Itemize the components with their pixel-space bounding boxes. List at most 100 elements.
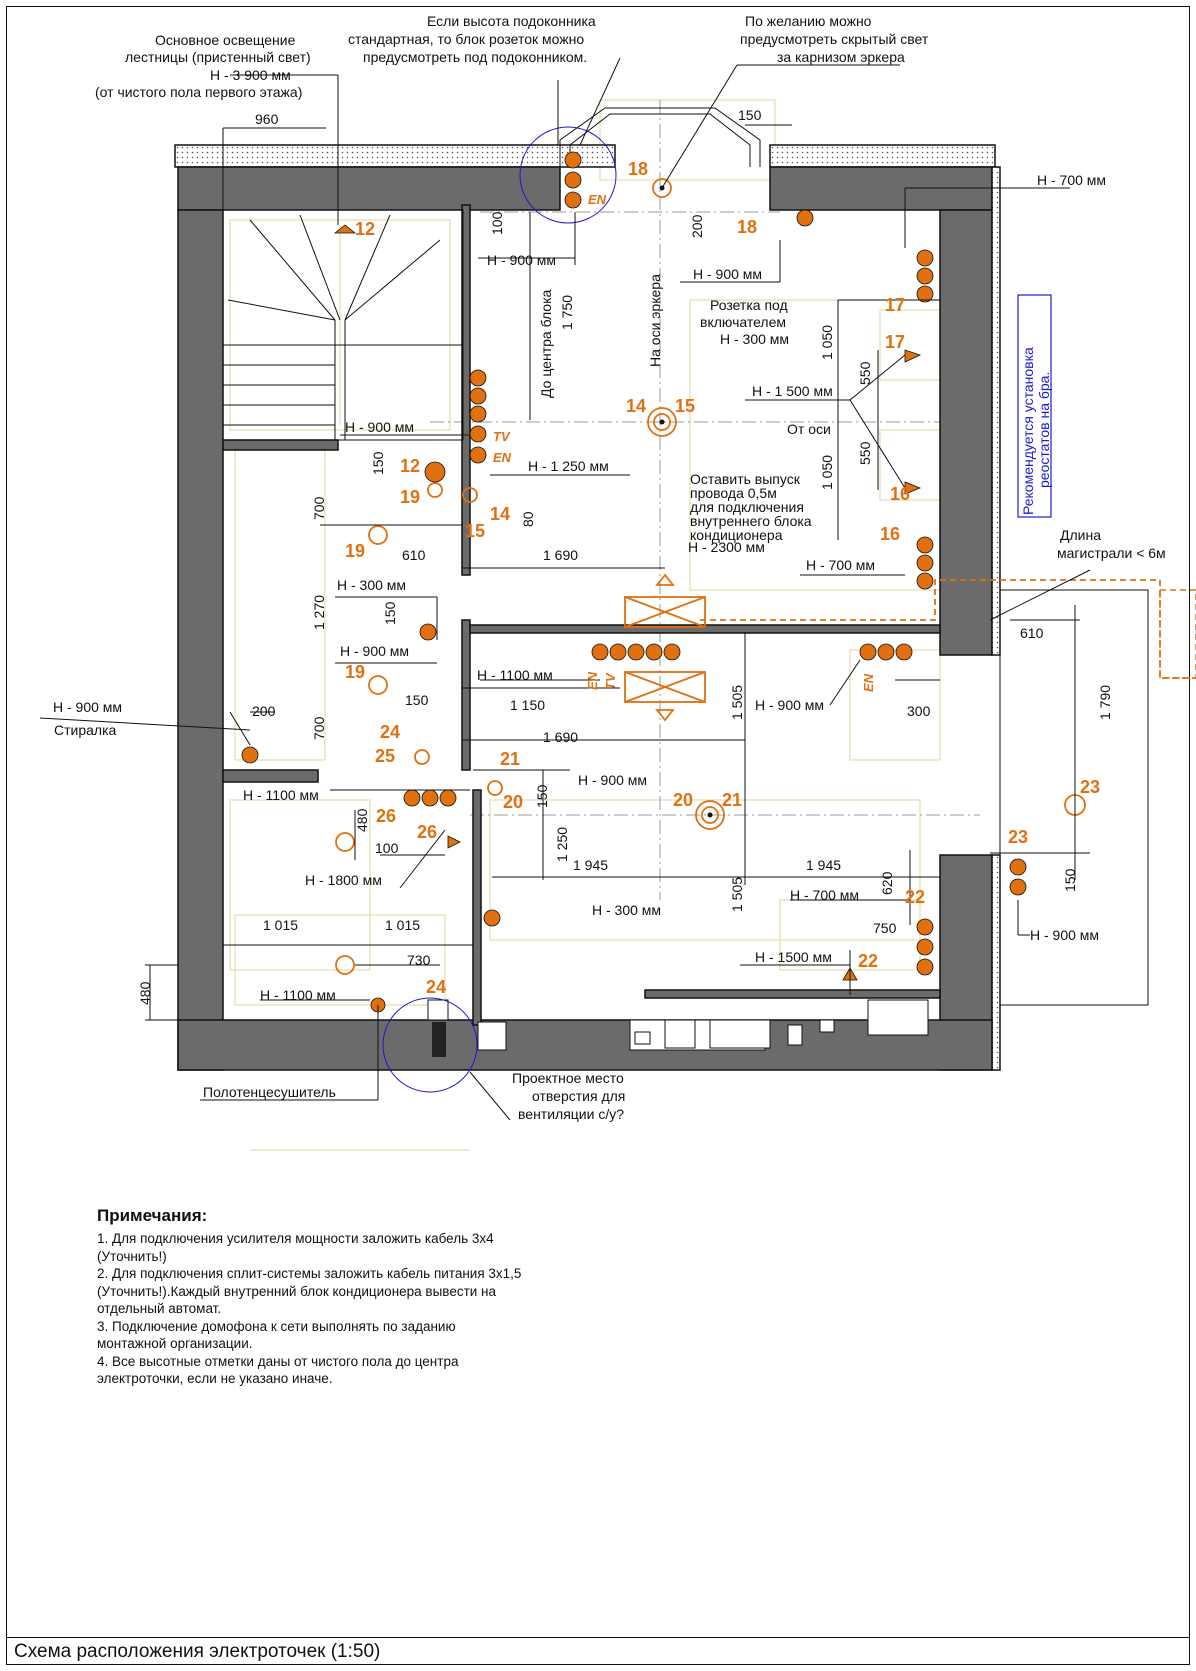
height-label: Н - 700 мм	[806, 557, 875, 573]
dim-label: 550	[857, 361, 873, 385]
sill-line-2: стандартная, то блок розеток можно	[348, 31, 584, 47]
dim-label: 150	[370, 451, 386, 475]
point-number: 15	[675, 396, 695, 416]
point-number: 16	[880, 524, 900, 544]
point-number: 18	[628, 159, 648, 179]
staircase	[222, 209, 464, 441]
stair-light-line-2: лестницы (пристенный свет)	[125, 49, 311, 65]
dim-label: 100	[375, 840, 399, 856]
point-number: 26	[376, 806, 396, 826]
dim-label: 730	[407, 952, 431, 968]
point-number: 24	[426, 977, 446, 997]
point-number: 23	[1008, 827, 1028, 847]
height-label: Н - 900 мм	[487, 252, 556, 268]
point-number: 20	[503, 792, 523, 812]
ac-outlet-line-3: для подключения	[690, 499, 804, 515]
dim-label: 620	[879, 871, 895, 895]
recommend-line-1: Рекомендуется установка	[1020, 347, 1036, 515]
socket-tag: EN	[588, 192, 607, 207]
block-center-label: До центра блока	[538, 289, 554, 398]
dim-label: 150	[405, 692, 429, 708]
note-item: 1. Для подключения усилителя мощности за…	[97, 1231, 494, 1264]
height-label: Н - 900 мм	[578, 772, 647, 788]
height-label: Н - 2300 мм	[688, 539, 765, 555]
dimension-values: 960 150 100 200 1 750 1 050 550 550 1 05…	[137, 107, 1113, 1005]
dim-label: 700	[311, 496, 327, 520]
dim-label: 1 050	[819, 455, 835, 490]
dim-label: 1 050	[819, 325, 835, 360]
dim-label: 1 505	[729, 685, 745, 720]
point-number: 19	[345, 662, 365, 682]
walls	[174, 144, 1001, 1071]
point-number: 19	[345, 541, 365, 561]
socket-tag: EN	[585, 671, 600, 690]
dim-label: 1 690	[543, 729, 578, 745]
dim-label: 1 945	[573, 857, 608, 873]
stair-light-line-4: (от чистого пола первого этажа)	[95, 84, 302, 100]
dim-label: 100	[489, 211, 505, 235]
point-number: 21	[500, 749, 520, 769]
dimmer-recommendation: Рекомендуется установка реостатов на бра…	[1017, 294, 1052, 518]
socket-switch-line-2: включателем	[700, 314, 786, 330]
height-label: Н - 1100 мм	[260, 987, 336, 1003]
dim-label: 1 690	[543, 547, 578, 563]
dim-label: 1 150	[510, 697, 545, 713]
height-label: Н - 900 мм	[340, 643, 409, 659]
bay-window	[559, 107, 761, 167]
ac-outlet-line-5: кондиционера	[690, 527, 783, 543]
point-number: 23	[1080, 777, 1100, 797]
recommend-line-2: реостатов на бра.	[1036, 372, 1052, 488]
vent-line-1: Проектное место	[512, 1070, 624, 1086]
drawing-title: Схема расположения электроточек (1:50)	[6, 1637, 1190, 1665]
dim-label: 150	[382, 601, 398, 625]
trunk-line-2: магистрали < 6м	[1057, 545, 1166, 561]
socket-tag: EN	[861, 673, 876, 692]
dim-label: 150	[1062, 868, 1078, 892]
socket-groups	[241, 151, 1027, 1013]
dim-label: 150	[738, 107, 762, 123]
dim-label: 1 250	[554, 827, 570, 862]
dimension-lines	[39, 57, 1091, 1121]
dim-label: 610	[1020, 625, 1044, 641]
socket-tags: EN TV EN EN TV EN	[493, 192, 876, 692]
height-label: Н - 300 мм	[592, 902, 661, 918]
point-number: 14	[490, 504, 510, 524]
dim-label: 480	[137, 981, 153, 1005]
height-label: Н - 700 мм	[1037, 172, 1106, 188]
dim-label: 1 505	[729, 877, 745, 912]
point-number: 17	[885, 295, 905, 315]
ac-outlet-line-4: внутреннего блока	[690, 513, 812, 529]
point-number: 12	[400, 456, 420, 476]
height-label: Н - 1 500 мм	[752, 383, 833, 399]
stair-light-line-3: Н - 3 900 мм	[210, 67, 291, 83]
hidden-light-line-2: предусмотреть скрытый свет	[740, 31, 929, 47]
socket-tag: TV	[603, 672, 618, 690]
socket-tag: TV	[493, 429, 511, 444]
towel-label: Полотенцесушитель	[203, 1084, 336, 1100]
notes-block: Примечания: 1. Для подключения усилителя…	[97, 1206, 527, 1388]
height-label: Н - 700 мм	[790, 887, 859, 903]
height-label: Н - 1500 мм	[755, 949, 832, 965]
height-label: Н - 1100 мм	[477, 667, 553, 683]
dim-label: 1 945	[806, 857, 841, 873]
trunk-line-1: Длина	[1060, 527, 1101, 543]
point-number: 17	[885, 332, 905, 352]
dim-label: 1 270	[311, 595, 327, 630]
bay-axis-label: На оси эркера	[647, 274, 663, 367]
height-label: Н - 900 мм	[693, 266, 762, 282]
point-number: 16	[890, 484, 910, 504]
dim-label: 1 790	[1097, 685, 1113, 720]
height-label: Н - 900 мм	[755, 697, 824, 713]
height-label: Н - 900 мм	[1030, 927, 1099, 943]
point-numbers: 12 18 18 17 17 14 15 12 19 14 15 19 16 1…	[345, 159, 1100, 997]
sill-line-1: Если высота подоконника	[427, 13, 596, 29]
dim-label: 200	[252, 703, 276, 719]
dim-label: 1 015	[385, 917, 420, 933]
point-number: 25	[375, 746, 395, 766]
note-item: 2. Для подключения сплит-системы заложит…	[97, 1266, 522, 1316]
point-number: 12	[355, 219, 375, 239]
note-item: 3. Подключение домофона к сети выполнять…	[97, 1318, 456, 1352]
dim-label: 1 015	[263, 917, 298, 933]
ac-units	[624, 573, 706, 722]
